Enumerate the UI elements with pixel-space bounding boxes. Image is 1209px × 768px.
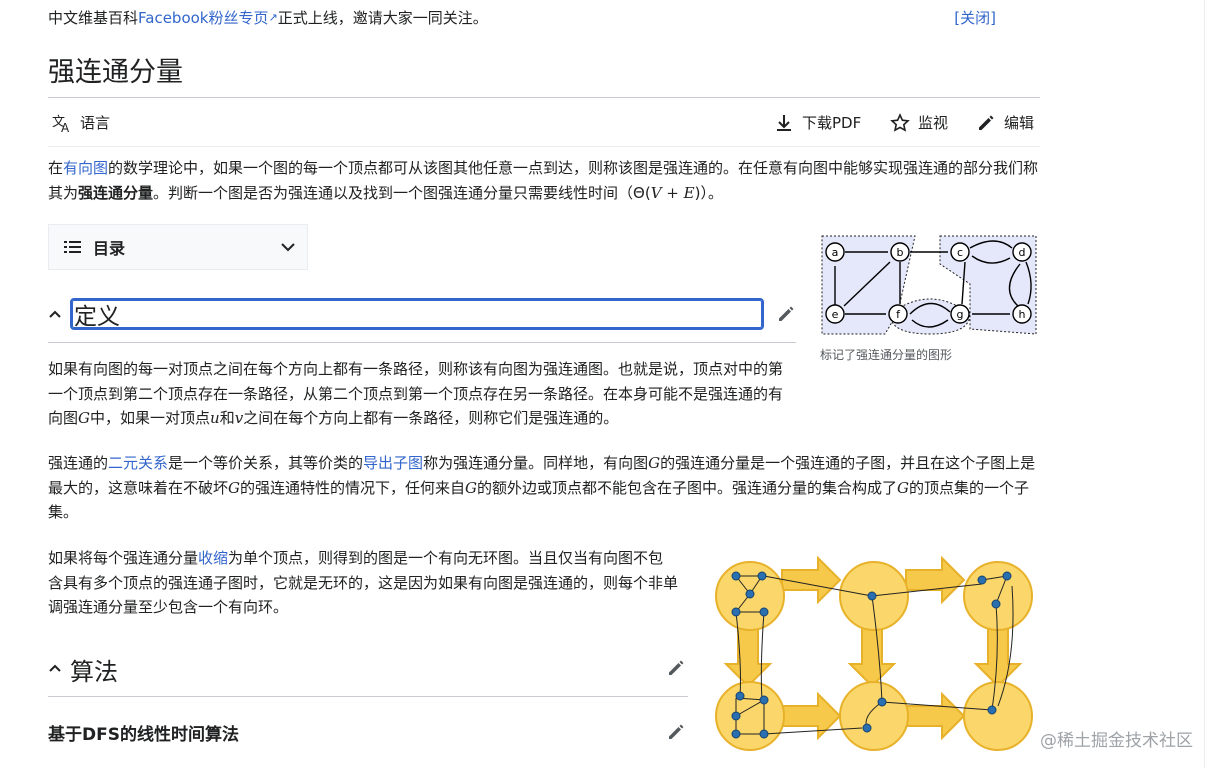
section-heading-input[interactable] — [72, 300, 762, 328]
node-h-label: h — [1019, 308, 1026, 321]
def1-text-a: 如果有向图的每一对顶点之间在每个方向上都有一条路径，则称该有向图为强连通图。也就… — [48, 360, 784, 427]
download-pdf-button[interactable]: 下载PDF — [774, 112, 861, 133]
notice-close-link[interactable]: [关闭] — [954, 9, 996, 27]
intro-paragraph: 在有向图的数学理论中，如果一个图的每一个顶点都可从该图其他任意一点到达，则称该图… — [48, 156, 1042, 205]
svg-text:A: A — [61, 121, 70, 133]
intro-text-3: 。判断一个图是否为强连通以及找到一个图强连通分量只需要线性时间（Θ( — [153, 183, 651, 202]
def2-text-a: 强连通的 — [48, 454, 109, 472]
definition-paragraph-2: 强连通的二元关系是一个等价关系，其等价类的导出子图称为强连通分量。同样地，有向图… — [48, 451, 1042, 525]
subsection-title-dfs: 基于DFS的线性时间算法 — [48, 725, 239, 745]
notice-suffix: 正式上线，邀请大家一同关注。 — [277, 9, 488, 27]
toc-dropdown[interactable]: 目录 — [48, 224, 308, 270]
math-v: v — [234, 409, 244, 427]
intro-bold-term: 强连通分量 — [78, 183, 154, 202]
link-contraction[interactable]: 收缩 — [198, 549, 229, 567]
definition-paragraph-1: 如果有向图的每一对顶点之间在每个方向上都有一条路径，则称该有向图为强连通图。也就… — [48, 357, 788, 431]
page-title: 强连通分量 — [48, 57, 183, 88]
node-g-label: g — [957, 308, 964, 321]
toolbar-divider — [48, 146, 1040, 147]
scrollbar-edge — [1204, 0, 1205, 768]
edit-subsection-pencil-icon[interactable] — [666, 722, 686, 742]
section-title-algorithm: 算法 — [70, 658, 118, 686]
def3-text-a: 如果将每个强连通分量 — [48, 549, 199, 567]
math-g: G — [897, 478, 909, 497]
download-pdf-label: 下载PDF — [802, 114, 862, 132]
node-f-label: f — [896, 308, 901, 321]
translate-icon: 文A — [52, 115, 70, 133]
def1-text-c: 和 — [219, 409, 235, 427]
math-g: G — [78, 409, 90, 427]
def1-text-b: 中，如果一对顶点 — [90, 409, 211, 427]
edit-section-pencil-icon[interactable] — [776, 304, 796, 324]
section-heading-editor[interactable] — [70, 298, 764, 330]
link-induced-subgraph[interactable]: 导出子图 — [363, 454, 424, 472]
link-binary-relation[interactable]: 二元关系 — [108, 454, 169, 472]
language-label: 语言 — [80, 114, 111, 132]
def2-text-f: 的额外边或顶点都不能包含在子图中。强连通分量的集合构成了 — [477, 478, 898, 497]
math-u: u — [210, 409, 220, 427]
section-divider — [48, 696, 688, 697]
def2-text-g: 的顶点集的一个子集。 — [48, 478, 1030, 522]
edit-section-pencil-icon[interactable] — [666, 658, 686, 678]
math-g: G — [228, 478, 240, 497]
watermark: @稀土掘金技术社区 — [1040, 731, 1193, 751]
node-a-label: a — [832, 246, 839, 259]
def2-text-b: 是一个等价关系，其等价类的 — [168, 454, 364, 472]
def1-text-d: 之间在每个方向上都有一条路径，则称它们是强连通的。 — [243, 409, 619, 427]
def2-text-c: 称为强连通分量。同样地，有向图 — [423, 454, 649, 472]
scc-graph-figure[interactable]: a b c d e f g h — [820, 234, 1038, 336]
notice-link[interactable]: Facebook粉丝专页 — [138, 9, 269, 27]
download-icon — [777, 114, 791, 131]
node-d-label: d — [1019, 246, 1026, 259]
figure-caption: 标记了强连通分量的图形 — [820, 348, 953, 362]
node-c-label: c — [957, 246, 963, 259]
toc-label: 目录 — [93, 239, 126, 258]
title-divider — [48, 97, 1040, 98]
star-icon — [890, 112, 910, 132]
site-notice: 中文维基百科Facebook粉丝专页↗正式上线，邀请大家一同关注。 [关闭] — [48, 8, 996, 28]
notice-prefix: 中文维基百科 — [48, 9, 139, 27]
node-e-label: e — [832, 308, 839, 321]
link-directed-graph[interactable]: 有向图 — [63, 159, 109, 177]
edit-label: 编辑 — [1004, 114, 1035, 132]
intro-text-1: 在 — [48, 159, 64, 177]
list-icon — [64, 241, 81, 253]
watch-label: 监视 — [918, 114, 949, 132]
chevron-down-icon — [281, 243, 295, 252]
collapse-section-icon[interactable] — [48, 307, 62, 321]
external-link-icon: ↗ — [268, 11, 278, 24]
svg-text:文: 文 — [52, 115, 65, 130]
watch-button[interactable]: 监视 — [890, 112, 948, 133]
collapse-section-icon[interactable] — [48, 661, 62, 675]
node-b-label: b — [897, 246, 904, 259]
condensation-figure[interactable] — [712, 556, 1036, 756]
intro-text-4: )）。 — [694, 183, 723, 202]
edit-button[interactable]: 编辑 — [976, 112, 1034, 133]
intro-text-2: 的数学理论中，如果一个图的每一个顶点都可从该图其他任意一点到达，则称该图是强连通… — [48, 159, 1039, 202]
pencil-icon — [979, 115, 994, 130]
math-g: G — [465, 478, 477, 497]
math-g: G — [648, 454, 661, 472]
def2-text-e: 的强连通特性的情况下，任何来自 — [240, 478, 466, 497]
def3-text-b: 为单个顶点，则得到的图是一个有向无环图。当且仅当有向图不包含具有多个顶点的强连通… — [48, 549, 679, 616]
intro-math: V + E — [650, 183, 695, 202]
definition-paragraph-3: 如果将每个强连通分量收缩为单个顶点，则得到的图是一个有向无环图。当且仅当有向图不… — [48, 546, 678, 620]
def2-text-d: 的强连通分量是一个强连通的子图，并且在这个子图上是最大的，这意味着在不破坏 — [48, 454, 1036, 497]
section-divider — [48, 342, 796, 343]
